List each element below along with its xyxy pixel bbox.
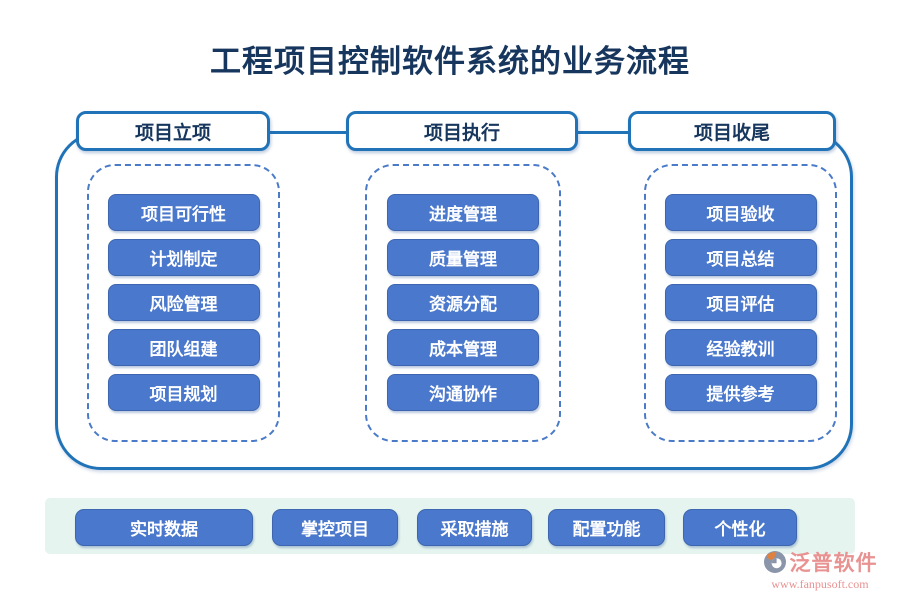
item-button-project-plan[interactable]: 项目规划 — [107, 374, 260, 411]
brand-watermark: 泛普软件 www.fanpusoft.com — [750, 547, 890, 592]
footer-button-realtime-data[interactable]: 实时数据 — [75, 509, 253, 546]
footer-button-personalization[interactable]: 个性化 — [683, 509, 797, 546]
item-button-evaluation[interactable]: 项目评估 — [664, 284, 817, 321]
phase-header-label: 项目收尾 — [693, 122, 770, 144]
item-button-communication[interactable]: 沟通协作 — [387, 374, 539, 411]
item-button-quality[interactable]: 质量管理 — [387, 239, 539, 276]
item-button-schedule[interactable]: 进度管理 — [387, 194, 539, 231]
phase-column-closing: 项目验收 项目总结 项目评估 经验教训 提供参考 — [644, 164, 837, 442]
fanpu-logo-icon — [763, 550, 787, 574]
footer-bar: 实时数据 掌控项目 采取措施 配置功能 个性化 — [45, 498, 855, 554]
item-button-risk[interactable]: 风险管理 — [107, 284, 260, 321]
item-button-resource[interactable]: 资源分配 — [387, 284, 539, 321]
item-button-feasibility[interactable]: 项目可行性 — [107, 194, 260, 231]
phase-header-execution[interactable]: 项目执行 — [346, 111, 578, 151]
page-title: 工程项目控制软件系统的业务流程 — [210, 44, 690, 79]
item-button-summary[interactable]: 项目总结 — [664, 239, 817, 276]
brand-url[interactable]: www.fanpusoft.com — [771, 577, 869, 591]
footer-button-configure[interactable]: 配置功能 — [548, 509, 665, 546]
item-button-cost[interactable]: 成本管理 — [387, 329, 539, 366]
phase-column-initiation: 项目可行性 计划制定 风险管理 团队组建 项目规划 — [87, 164, 280, 442]
phase-header-label: 项目立项 — [134, 122, 211, 144]
phase-header-label: 项目执行 — [423, 122, 500, 144]
footer-button-control-project[interactable]: 掌控项目 — [272, 509, 398, 546]
item-button-lessons[interactable]: 经验教训 — [664, 329, 817, 366]
item-button-acceptance[interactable]: 项目验收 — [664, 194, 817, 231]
item-button-team[interactable]: 团队组建 — [107, 329, 260, 366]
phase-header-initiation[interactable]: 项目立项 — [76, 111, 270, 151]
item-button-planning[interactable]: 计划制定 — [107, 239, 260, 276]
brand-name: 泛普软件 — [789, 551, 878, 575]
footer-button-take-measures[interactable]: 采取措施 — [417, 509, 532, 546]
phase-column-execution: 进度管理 质量管理 资源分配 成本管理 沟通协作 — [365, 164, 561, 442]
item-button-reference[interactable]: 提供参考 — [664, 374, 817, 411]
phase-header-closing[interactable]: 项目收尾 — [628, 111, 836, 151]
